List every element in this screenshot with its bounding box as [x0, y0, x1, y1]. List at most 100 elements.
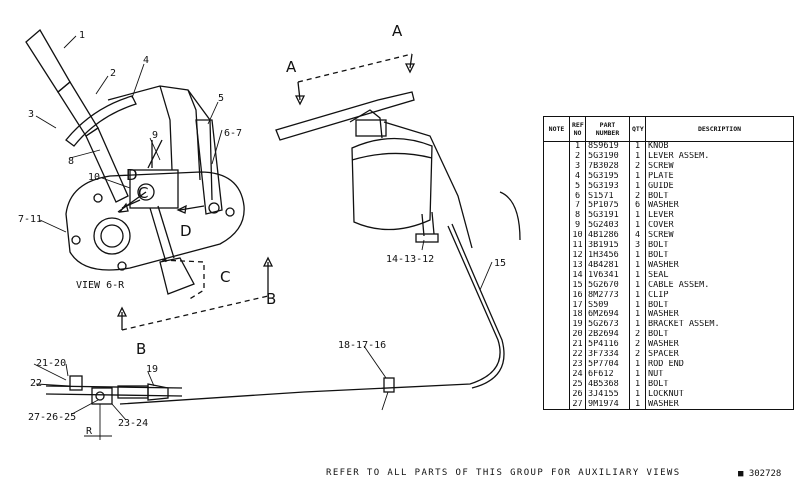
note-cell [543, 231, 570, 242]
qty-cell: 1 [629, 320, 646, 331]
qty-cell: 2 [629, 340, 646, 351]
description-cell: PLATE [645, 171, 794, 182]
callout-9: 9 [152, 130, 158, 141]
leader-lines [33, 35, 493, 421]
ref-no-cell: 9 [569, 221, 586, 232]
footer-note: REFER TO ALL PARTS OF THIS GROUP FOR AUX… [326, 468, 681, 478]
description-cell: BOLT [645, 330, 794, 341]
part-number-cell: 8M2773 [585, 290, 630, 301]
part-number-cell: 1V6341 [585, 270, 630, 281]
callout-3: 3 [28, 109, 34, 120]
header-note: NOTE [543, 116, 570, 142]
note-cell [543, 359, 570, 370]
note-cell [543, 181, 570, 192]
part-number-cell: 6M2694 [585, 310, 630, 321]
part-number-cell: 7B3028 [585, 161, 630, 172]
ref-no-cell: 8 [569, 211, 586, 222]
ref-no-cell: 22 [569, 350, 586, 360]
ref-no-cell: 13 [569, 260, 586, 271]
part-number-cell: 5G3191 [585, 211, 630, 222]
ref-no-cell: 14 [569, 270, 586, 281]
ref-no-cell: 23 [569, 359, 586, 370]
callout-27-26-25: 27-26-25 [28, 412, 76, 423]
ref-no-cell: 10 [569, 231, 586, 242]
ref-no-cell: 15 [569, 280, 586, 291]
ref-no-cell: 6 [569, 191, 586, 202]
part-number-cell: 4B1286 [585, 231, 630, 242]
view-letter-a-2: A [286, 58, 297, 76]
view-letter-b-2: B [136, 340, 146, 358]
ref-no-cell: 20 [569, 330, 586, 341]
part-number-cell: S1571 [585, 191, 630, 202]
part-number-cell: 5G3190 [585, 151, 630, 162]
ref-no-cell: 17 [569, 300, 586, 311]
description-cell: SPACER [645, 350, 794, 360]
description-cell: WASHER [645, 201, 794, 212]
callout-10: 10 [88, 172, 100, 183]
note-cell [543, 290, 570, 301]
header-qty: QTY [629, 116, 646, 142]
part-number-cell: 5G3195 [585, 171, 630, 182]
note-cell [543, 260, 570, 271]
part-number-cell: 5P4116 [585, 340, 630, 351]
note-cell [543, 369, 570, 380]
parts-table: NOTE REF NO PART NUMBER QTY DESCRIPTION … [543, 116, 794, 411]
description-cell: BOLT [645, 300, 794, 311]
callout-14-13-12: 14-13-12 [386, 254, 434, 265]
qty-cell: 1 [629, 389, 646, 400]
drawing-number: ■ 302728 [738, 469, 782, 479]
description-cell: WASHER [645, 399, 794, 411]
description-cell: KNOB [645, 141, 794, 152]
ref-no-cell: 27 [569, 399, 586, 411]
qty-cell: 1 [629, 250, 646, 261]
description-cell: WASHER [645, 310, 794, 321]
qty-cell: 1 [629, 359, 646, 370]
qty-cell: 1 [629, 181, 646, 192]
note-cell [543, 379, 570, 390]
callout-21-20: 21-20 [36, 358, 66, 369]
qty-cell: 1 [629, 211, 646, 222]
description-cell: SCREW [645, 231, 794, 242]
view-letter-a-1: A [392, 22, 403, 40]
note-cell [543, 151, 570, 162]
qty-cell: 1 [629, 379, 646, 390]
callout-6-7: 6-7 [224, 128, 242, 139]
description-cell: BOLT [645, 379, 794, 390]
part-number-cell: 5P1075 [585, 201, 630, 212]
note-cell [543, 389, 570, 400]
part-number-cell: 3J4155 [585, 389, 630, 400]
qty-cell: 6 [629, 201, 646, 212]
part-number-cell: 1H3456 [585, 250, 630, 261]
ref-no-cell: 5 [569, 181, 586, 192]
qty-cell: 1 [629, 369, 646, 380]
view-caption: VIEW 6-R [76, 280, 125, 291]
lever-assembly-drawing [25, 28, 274, 331]
bracket-drawing [45, 363, 183, 440]
view-letter-r: R [86, 426, 93, 437]
callout-23-24: 23-24 [118, 418, 148, 429]
qty-cell: 2 [629, 161, 646, 172]
note-cell [543, 280, 570, 291]
qty-cell: 1 [629, 171, 646, 182]
description-cell: BOLT [645, 250, 794, 261]
qty-cell: 1 [629, 151, 646, 162]
description-cell: BRACKET ASSEM. [645, 320, 794, 331]
note-cell [543, 330, 570, 341]
note-cell [543, 300, 570, 311]
note-cell [543, 141, 570, 152]
ref-no-cell: 24 [569, 369, 586, 380]
callout-1: 1 [79, 30, 85, 41]
qty-cell: 1 [629, 280, 646, 291]
